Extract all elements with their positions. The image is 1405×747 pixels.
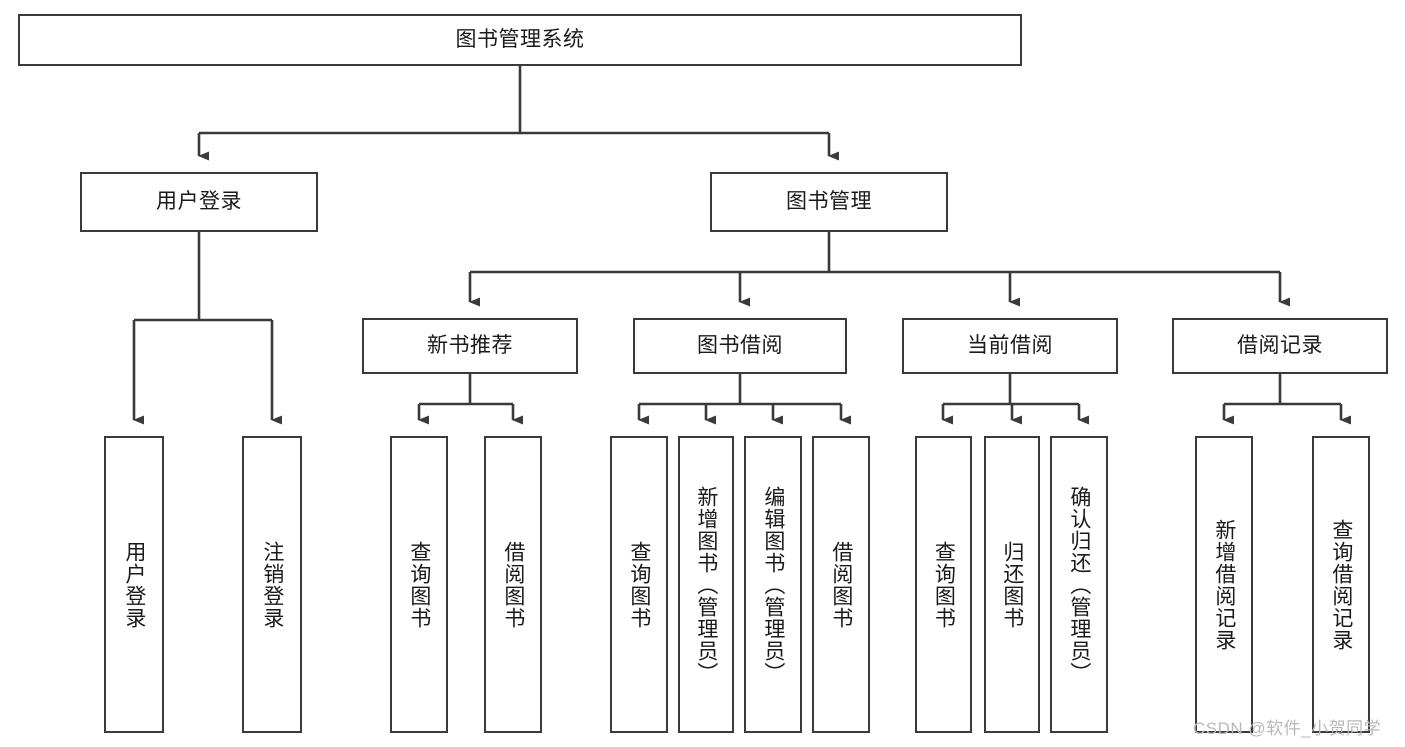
node-leaf-edit-book-admin[interactable]: 编辑图书（管理员） bbox=[744, 436, 802, 733]
node-leaf-query-book-recommend-label: 查询图书 bbox=[407, 540, 431, 629]
node-current-borrow-label: 当前借阅 bbox=[967, 334, 1053, 358]
node-leaf-user-login-label: 用户登录 bbox=[122, 540, 146, 629]
node-borrow-record[interactable]: 借阅记录 bbox=[1172, 318, 1388, 374]
node-leaf-add-borrow-record-label: 新增借阅记录 bbox=[1212, 518, 1236, 651]
node-leaf-borrow-book-recommend-label: 借阅图书 bbox=[501, 540, 525, 629]
node-root[interactable]: 图书管理系统 bbox=[18, 14, 1022, 66]
node-leaf-edit-book-admin-label: 编辑图书（管理员） bbox=[761, 485, 785, 684]
node-leaf-query-book-borrow[interactable]: 查询图书 bbox=[610, 436, 668, 733]
node-leaf-borrow-book-label: 借阅图书 bbox=[829, 540, 853, 629]
node-book-management[interactable]: 图书管理 bbox=[710, 172, 948, 232]
node-borrow-record-label: 借阅记录 bbox=[1237, 334, 1323, 358]
node-book-borrow-label: 图书借阅 bbox=[697, 334, 783, 358]
node-book-management-label: 图书管理 bbox=[786, 190, 872, 214]
node-leaf-return-book[interactable]: 归还图书 bbox=[984, 436, 1040, 733]
node-leaf-query-borrow-record[interactable]: 查询借阅记录 bbox=[1312, 436, 1370, 733]
node-leaf-add-book-admin-label: 新增图书（管理员） bbox=[694, 485, 718, 684]
node-leaf-logout[interactable]: 注销登录 bbox=[242, 436, 302, 733]
node-leaf-add-borrow-record[interactable]: 新增借阅记录 bbox=[1195, 436, 1253, 733]
node-leaf-query-book-current[interactable]: 查询图书 bbox=[915, 436, 972, 733]
node-leaf-logout-label: 注销登录 bbox=[260, 540, 284, 629]
node-leaf-confirm-return-admin[interactable]: 确认归还（管理员） bbox=[1050, 436, 1108, 733]
node-leaf-borrow-book-recommend[interactable]: 借阅图书 bbox=[484, 436, 542, 733]
node-root-label: 图书管理系统 bbox=[455, 28, 585, 52]
node-current-borrow[interactable]: 当前借阅 bbox=[902, 318, 1118, 374]
node-new-book-recommend[interactable]: 新书推荐 bbox=[362, 318, 578, 374]
node-leaf-query-book-current-label: 查询图书 bbox=[932, 540, 956, 629]
csdn-watermark: CSDN @软件_小贺同学 bbox=[1193, 719, 1382, 738]
node-leaf-confirm-return-admin-label: 确认归还（管理员） bbox=[1067, 485, 1091, 684]
node-book-borrow[interactable]: 图书借阅 bbox=[633, 318, 847, 374]
node-leaf-query-borrow-record-label: 查询借阅记录 bbox=[1329, 518, 1353, 651]
node-leaf-add-book-admin[interactable]: 新增图书（管理员） bbox=[678, 436, 734, 733]
node-leaf-borrow-book[interactable]: 借阅图书 bbox=[812, 436, 870, 733]
node-user-login-label: 用户登录 bbox=[156, 190, 242, 214]
node-user-login[interactable]: 用户登录 bbox=[80, 172, 318, 232]
node-leaf-query-book-recommend[interactable]: 查询图书 bbox=[390, 436, 448, 733]
node-new-book-recommend-label: 新书推荐 bbox=[427, 334, 513, 358]
node-leaf-user-login[interactable]: 用户登录 bbox=[104, 436, 164, 733]
node-leaf-return-book-label: 归还图书 bbox=[1000, 540, 1024, 629]
node-leaf-query-book-borrow-label: 查询图书 bbox=[627, 540, 651, 629]
